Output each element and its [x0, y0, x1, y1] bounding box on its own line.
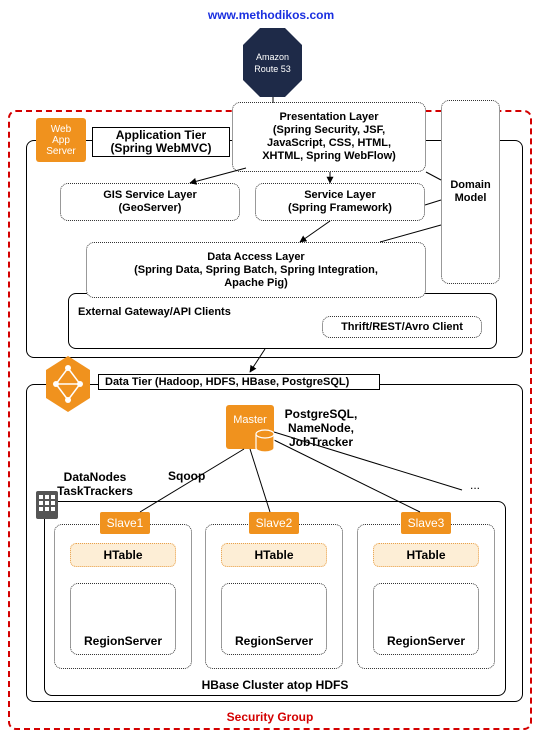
- master-slave2-link: [249, 448, 271, 513]
- datanodes-label: DataNodes TaskTrackers: [54, 470, 136, 498]
- database-icon: [255, 429, 275, 453]
- htable-box: HTable: [221, 543, 327, 567]
- master-more-link: [273, 431, 463, 491]
- presentation-domain-link: [425, 171, 442, 181]
- gis-service-layer-title: GIS Service Layer: [103, 189, 197, 201]
- master-service-jobtracker: JobTracker: [288, 435, 354, 449]
- data-access-layer-line-3: Apache Pig): [224, 276, 288, 289]
- data-access-layer-title: Data Access Layer: [207, 250, 305, 263]
- master-service-namenode: NameNode,: [287, 421, 355, 435]
- route53-icon: Amazon Route 53: [243, 28, 302, 97]
- htable-box: HTable: [70, 543, 176, 567]
- region-server-box: [221, 583, 327, 655]
- presentation-layer-line-2: (Spring Security, JSF,: [272, 124, 386, 136]
- presentation-layer-box: Presentation Layer (Spring Security, JSF…: [232, 102, 426, 172]
- region-server-label: RegionServer: [386, 634, 466, 648]
- api-client-box: Thrift/REST/Avro Client: [322, 316, 482, 338]
- service-domain-link: [424, 199, 442, 206]
- presentation-layer-title: Presentation Layer: [279, 111, 379, 123]
- application-tier-subtitle: (Spring WebMVC): [110, 141, 212, 155]
- master-slave3-link: [273, 439, 421, 513]
- master-slave1-link: [139, 448, 245, 513]
- presentation-layer-line-4: XHTML, Spring WebFlow): [262, 150, 396, 162]
- region-server-box: [373, 583, 479, 655]
- datanodes-title: DataNodes: [63, 470, 127, 484]
- region-server-label: RegionServer: [234, 634, 314, 648]
- slave-label: Slave1: [100, 512, 150, 534]
- web-app-server-label-3: Server: [46, 145, 76, 157]
- region-server-label: RegionServer: [83, 634, 163, 648]
- slave-label: Slave2: [249, 512, 299, 534]
- presentation-to-gis-arrow: [189, 167, 247, 185]
- security-group-label: Security Group: [226, 710, 314, 724]
- route53-label-2: Route 53: [254, 64, 291, 74]
- master-service-postgresql: PostgreSQL,: [284, 407, 358, 421]
- hbase-cluster-label: HBase Cluster atop HDFS: [201, 678, 349, 692]
- gis-service-layer-box: GIS Service Layer (GeoServer): [60, 183, 240, 221]
- site-url[interactable]: www.methodikos.com: [207, 8, 335, 22]
- tasktrackers-title: TaskTrackers: [57, 484, 133, 498]
- master-label: Master: [233, 414, 267, 426]
- service-layer-subtitle: (Spring Framework): [288, 202, 392, 214]
- service-to-dataaccess-arrow: [299, 220, 331, 243]
- web-app-server-label-2: App: [52, 134, 70, 146]
- htable-box: HTable: [373, 543, 479, 567]
- service-layer-title: Service Layer: [304, 189, 376, 201]
- app-to-data-tier-arrow: [249, 348, 266, 373]
- domain-model-title-1: Domain: [450, 179, 491, 191]
- service-layer-box: Service Layer (Spring Framework): [255, 183, 425, 221]
- slave-label: Slave3: [401, 512, 451, 534]
- data-access-layer-line-2: (Spring Data, Spring Batch, Spring Integ…: [134, 263, 378, 276]
- web-app-server-label-1: Web: [50, 123, 72, 135]
- sqoop-label: Sqoop: [168, 469, 206, 483]
- ellipsis-label: ...: [470, 478, 481, 492]
- region-server-box: [70, 583, 176, 655]
- application-tier-label: Application Tier (Spring WebMVC): [92, 127, 230, 157]
- server-rack-icon: [36, 491, 58, 519]
- application-tier-title: Application Tier: [115, 128, 207, 142]
- hadoop-cluster-icon: [46, 356, 90, 412]
- data-tier-label: Data Tier (Hadoop, HDFS, HBase, PostgreS…: [98, 374, 380, 390]
- gis-service-layer-subtitle: (GeoServer): [118, 202, 182, 214]
- data-access-layer-box: Data Access Layer (Spring Data, Spring B…: [86, 242, 426, 298]
- external-gateway-label: External Gateway/API Clients: [78, 306, 231, 318]
- presentation-layer-line-3: JavaScript, CSS, HTML,: [266, 137, 392, 149]
- domain-model-box: Domain Model: [441, 100, 500, 284]
- route53-label-1: Amazon: [256, 52, 289, 62]
- dataaccess-domain-link: [379, 224, 442, 243]
- domain-model-title-2: Model: [454, 192, 487, 204]
- master-services-label: PostgreSQL, NameNode, JobTracker: [282, 407, 360, 449]
- web-app-server-icon: Web App Server: [36, 118, 86, 162]
